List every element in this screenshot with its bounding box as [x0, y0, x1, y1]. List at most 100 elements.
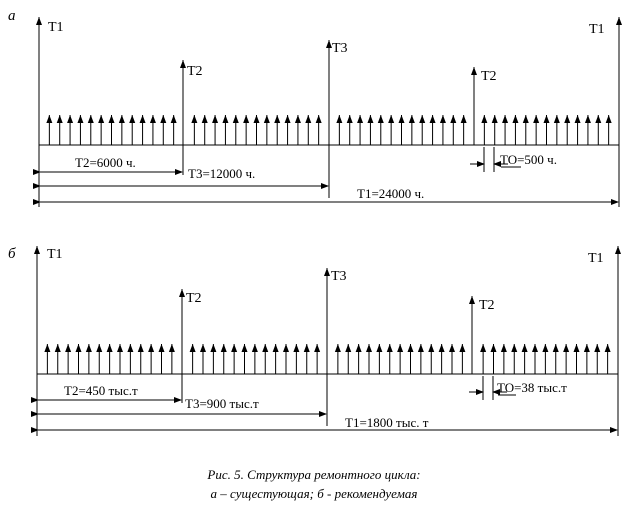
- to-tick-arrow-head: [44, 344, 51, 352]
- to-tick-arrow-head: [386, 344, 393, 352]
- panel-a-to-dim-label: TO=500 ч.: [500, 152, 557, 167]
- to-tick-arrow-head: [522, 115, 529, 123]
- to-tick-arrow-head: [397, 344, 404, 352]
- to-tick-arrow-head: [231, 344, 238, 352]
- to-tick-arrow-head: [459, 344, 466, 352]
- panel-a-t2-right-label: T2: [481, 69, 497, 84]
- panel-b-label: б: [8, 246, 16, 262]
- panel-a-label: а: [8, 8, 16, 24]
- to-tick-arrow-head: [583, 344, 590, 352]
- panel-a-t1-right-label: T1: [589, 22, 605, 37]
- to-tick-arrow-head: [521, 344, 528, 352]
- to-tick-arrow-head: [428, 344, 435, 352]
- to-tick-arrow-head: [450, 115, 457, 123]
- to-tick-arrow-head: [220, 344, 227, 352]
- to-tick-arrow-head: [511, 344, 518, 352]
- to-tick-arrow-head: [262, 344, 269, 352]
- t1-left-arrow-head: [36, 17, 42, 25]
- panel-a-t2-dim-label: T2=6000 ч.: [75, 155, 136, 170]
- to-tick-arrow-head: [85, 344, 92, 352]
- to-tick-arrow-head: [108, 115, 115, 123]
- t1-right-arrow-head: [615, 246, 621, 254]
- to-tick-arrow-head: [573, 344, 580, 352]
- panel-a-t1-dim-label: T1=24000 ч.: [357, 186, 424, 201]
- to-tick-arrow-head: [502, 115, 509, 123]
- to-tick-arrow-head: [357, 115, 364, 123]
- to-tick-arrow-head: [294, 115, 301, 123]
- to-tick-arrow-head: [490, 344, 497, 352]
- to-tick-arrow-head: [552, 344, 559, 352]
- to-tick-arrow-head: [189, 344, 196, 352]
- panel-b-t2-right-label: T2: [479, 298, 495, 313]
- panel-a-t1-left-label: T1: [48, 20, 64, 35]
- to-tick-arrow-head: [594, 344, 601, 352]
- to-tick-arrow-head: [449, 344, 455, 352]
- to-tick-arrow-head: [139, 115, 146, 123]
- to-tick-arrow-head: [222, 115, 229, 123]
- to-tick-arrow-head: [272, 344, 279, 352]
- to-tick-arrow-head: [604, 344, 611, 352]
- to-tick-arrow-head: [355, 344, 362, 352]
- to-tick-arrow-head: [491, 115, 498, 123]
- t3-arrow-head: [326, 40, 332, 48]
- to-tick-arrow-head: [77, 115, 84, 123]
- to-tick-arrow-head: [201, 115, 208, 123]
- to-tick-arrow-head: [595, 115, 602, 123]
- to-tick-arrow-head: [553, 115, 560, 123]
- t2-right-arrow-head: [471, 67, 477, 75]
- to-tick-arrow-head: [480, 344, 487, 352]
- to-tick-arrow-head: [284, 115, 291, 123]
- to-tick-arrow-head: [542, 344, 549, 352]
- panel-b: б T1 T1 T2 T3 T2 T2=450 тыс.т T3=900 тыс…: [8, 246, 621, 436]
- to-tick-arrow-head: [305, 115, 312, 123]
- to-tick-arrow-head: [377, 115, 384, 123]
- to-tick-arrow-head: [303, 344, 310, 352]
- to-tick-arrow-head: [334, 344, 341, 352]
- figure-caption-line-2: а – сущестующая; б - рекомендуемая: [210, 486, 418, 501]
- to-tick-arrow-head: [168, 344, 175, 352]
- t3-arrow-head: [324, 268, 330, 276]
- to-tick-arrow-head: [241, 344, 248, 352]
- to-tick-arrow-head: [65, 344, 72, 352]
- to-tick-arrow-head: [98, 115, 105, 123]
- to-tick-arrow-head: [481, 115, 488, 123]
- to-tick-arrow-head: [346, 115, 353, 123]
- to-tick-arrow-head: [87, 115, 94, 123]
- to-tick-arrow-head: [533, 115, 540, 123]
- to-tick-arrow-head: [398, 115, 405, 123]
- to-tick-arrow-head: [46, 115, 53, 123]
- to-tick-arrow-head: [438, 344, 445, 352]
- to-tick-arrow-head: [376, 344, 383, 352]
- panel-b-t1-dim-label: T1=1800 тыс. т: [345, 415, 429, 430]
- panel-b-t1-left-label: T1: [47, 247, 63, 262]
- to-tick-arrow-head: [429, 115, 436, 123]
- t1-left-arrow-head: [34, 246, 40, 254]
- panel-b-t2-left-label: T2: [186, 291, 202, 306]
- to-tick-arrow-head: [232, 115, 239, 123]
- to-tick-arrow-head: [200, 344, 206, 352]
- panel-a-dimension-lines: [33, 147, 619, 205]
- t2-right-arrow-head: [469, 296, 475, 304]
- panel-a-major-lines: [36, 17, 622, 207]
- to-tick-arrow-head: [137, 344, 144, 352]
- to-tick-arrow-head: [407, 344, 414, 352]
- to-tick-arrow-head: [500, 344, 507, 352]
- to-tick-arrow-head: [584, 115, 591, 123]
- t2-left-arrow-head: [179, 289, 185, 297]
- to-tick-arrow-head: [563, 344, 570, 352]
- to-tick-arrow-head: [512, 115, 519, 123]
- panel-b-major-lines: [34, 246, 621, 436]
- to-tick-arrow-head: [419, 115, 426, 123]
- panel-a-to-ticks: [46, 115, 612, 145]
- to-tick-arrow-head: [127, 344, 134, 352]
- panel-b-t1-right-label: T1: [588, 251, 604, 266]
- to-tick-arrow-head: [149, 115, 156, 123]
- to-tick-arrow-head: [96, 344, 103, 352]
- panel-b-t2-dim-label: T2=450 тыс.т: [64, 383, 138, 398]
- to-tick-arrow-head: [543, 115, 550, 123]
- to-tick-arrow-head: [417, 344, 424, 352]
- to-tick-arrow-head: [212, 115, 219, 123]
- to-tick-arrow-head: [210, 344, 217, 352]
- to-tick-arrow-head: [54, 344, 61, 352]
- t2-left-arrow-head: [180, 60, 186, 68]
